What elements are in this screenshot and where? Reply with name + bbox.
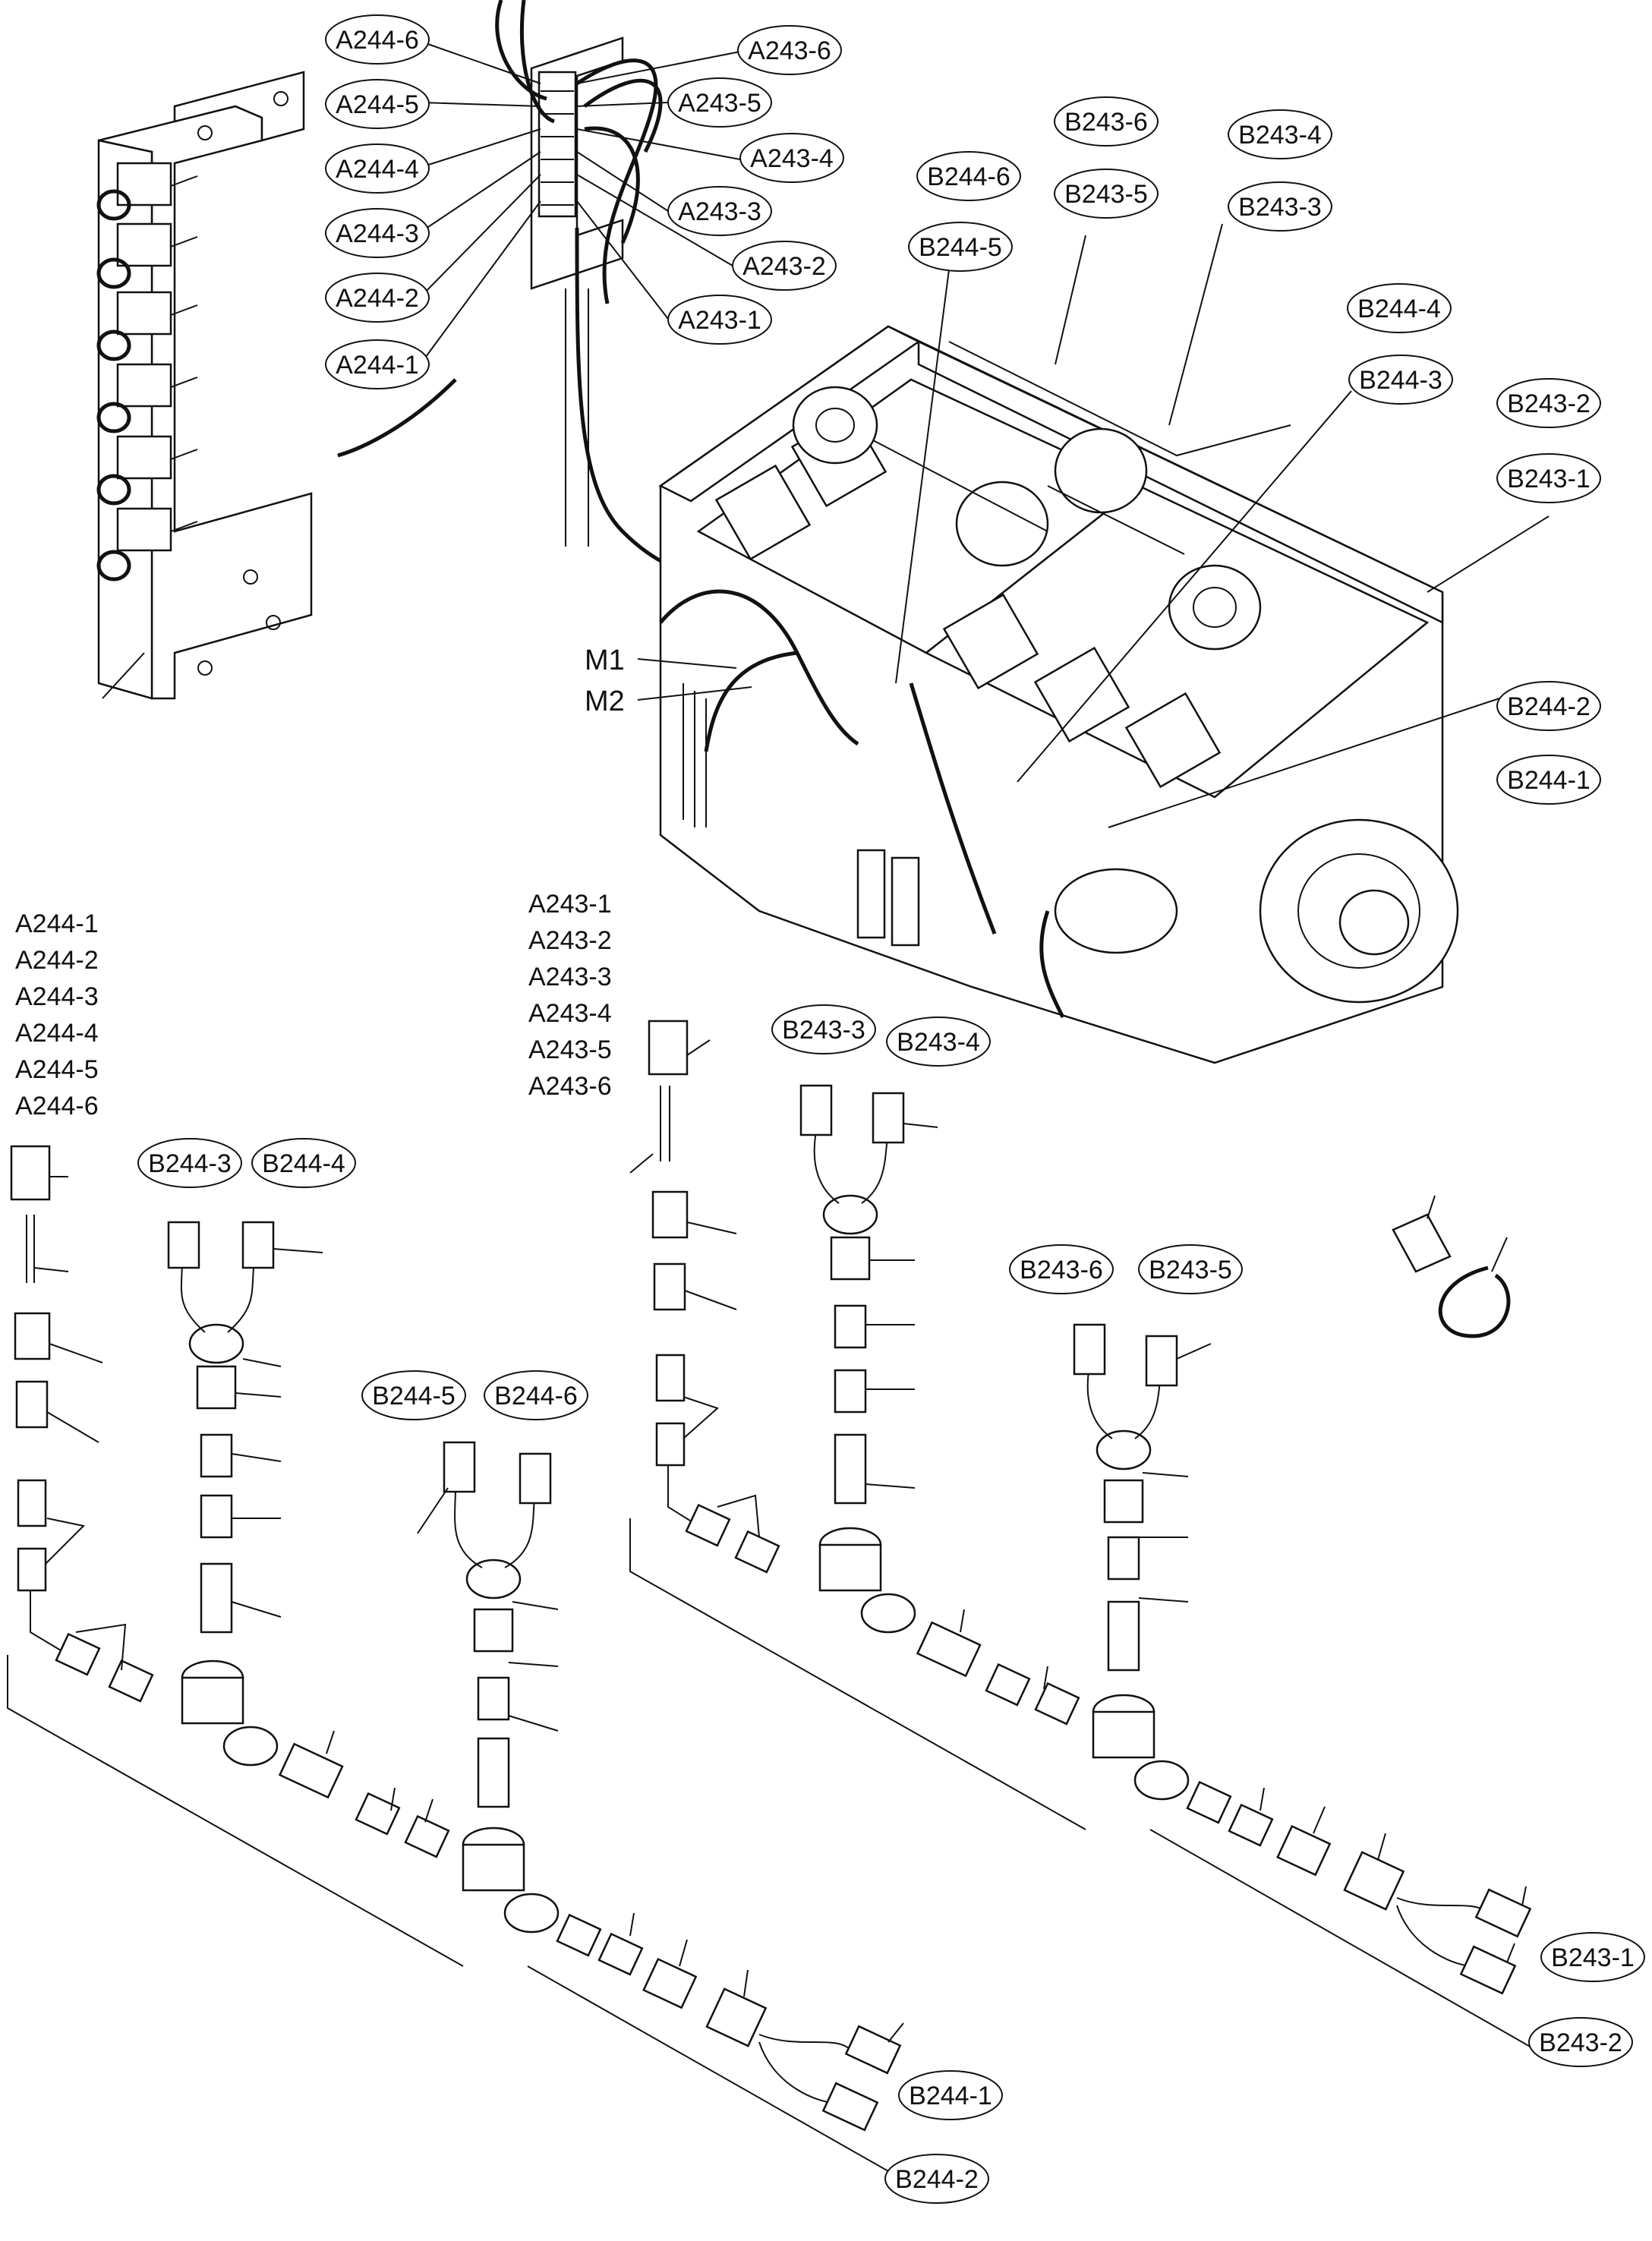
callout-harness-b244-3: B244-3 [137,1138,242,1188]
callout-b243-4: B243-4 [1228,109,1332,159]
svg-text:B244-1: B244-1 [1507,766,1591,795]
callout-b244-2: B244-2 [1496,681,1601,731]
callout-harness-b243-6: B243-6 [1009,1244,1114,1294]
callout-harness-b244-6: B244-6 [484,1370,588,1420]
relay-stack [96,162,198,582]
svg-text:A244-1: A244-1 [15,909,99,938]
callout-b243-2: B243-2 [1496,378,1601,428]
svg-text:B243-4: B243-4 [897,1028,980,1057]
label-m2: M2 [585,686,625,717]
svg-text:A243-1: A243-1 [678,306,761,335]
svg-text:A243-3: A243-3 [678,197,761,226]
callout-b244-6: B244-6 [916,151,1021,201]
callout-b244-5: B244-5 [908,222,1013,272]
svg-text:B244-3: B244-3 [148,1149,232,1178]
svg-text:A243-6: A243-6 [528,1072,612,1101]
list-a244: A244-1 A244-2 A244-3 A244-4 A244-5 A244-… [15,909,99,1120]
callout-b243-1: B243-1 [1496,453,1601,503]
svg-text:B243-5: B243-5 [1149,1256,1232,1284]
callout-b244-1: B244-1 [1496,755,1601,805]
svg-text:B243-5: B243-5 [1064,180,1148,209]
svg-text:B243-4: B243-4 [1238,121,1322,150]
svg-text:A243-1: A243-1 [528,890,612,919]
callout-b244-3: B244-3 [1348,355,1453,405]
svg-text:A244-4: A244-4 [336,155,419,184]
callout-harness-b243-3: B243-3 [771,1004,876,1054]
svg-text:A243-2: A243-2 [528,926,612,955]
svg-text:A243-5: A243-5 [528,1035,612,1064]
svg-text:A244-5: A244-5 [15,1055,99,1084]
callout-a243-4: A243-4 [739,133,844,183]
svg-text:B244-5: B244-5 [919,233,1002,262]
svg-text:A243-2: A243-2 [742,252,826,281]
callout-harness-b243-4: B243-4 [886,1016,991,1067]
svg-text:A244-2: A244-2 [336,284,419,313]
cable-tie [1392,1195,1511,1338]
callout-b243-3: B243-3 [1228,181,1332,232]
harness-right [629,1020,1595,2059]
svg-text:A244-4: A244-4 [15,1019,99,1048]
svg-text:B244-4: B244-4 [1357,295,1441,323]
svg-text:A243-4: A243-4 [750,144,834,173]
svg-text:B243-2: B243-2 [1507,389,1591,418]
svg-text:B244-1: B244-1 [909,2082,992,2110]
callout-a244-1: A244-1 [325,339,430,389]
svg-text:B243-3: B243-3 [1238,193,1322,222]
harness-left [7,1145,904,2172]
svg-text:A244-3: A244-3 [15,982,99,1011]
relay-bracket [96,71,313,700]
callout-b243-6: B243-6 [1054,96,1159,147]
svg-text:B243-3: B243-3 [782,1016,865,1045]
svg-text:B244-6: B244-6 [927,162,1010,191]
callout-harness-b243-5: B243-5 [1138,1244,1243,1294]
callout-a244-6: A244-6 [325,14,430,65]
callout-b243-5: B243-5 [1054,169,1159,219]
callout-a244-2: A244-2 [325,273,430,323]
callout-a243-3: A243-3 [667,186,772,236]
svg-text:A243-3: A243-3 [528,963,612,991]
callout-a244-4: A244-4 [325,143,430,194]
callout-a243-5: A243-5 [667,77,772,128]
svg-text:B244-2: B244-2 [1507,692,1591,721]
svg-text:A243-6: A243-6 [748,36,831,65]
callout-a243-1: A243-1 [667,295,772,345]
callout-a244-3: A244-3 [325,208,430,258]
svg-text:B244-6: B244-6 [494,1382,578,1410]
svg-text:A244-2: A244-2 [15,946,99,975]
callout-harness-b243-2: B243-2 [1528,2017,1633,2067]
label-m1: M1 [585,645,625,676]
svg-text:A244-3: A244-3 [336,219,419,248]
callout-harness-b244-2: B244-2 [884,2154,989,2204]
svg-text:A244-6: A244-6 [15,1092,99,1120]
callout-a243-6: A243-6 [737,25,842,75]
svg-text:B243-6: B243-6 [1020,1256,1103,1284]
callout-harness-b244-1: B244-1 [898,2070,1003,2120]
svg-text:B243-1: B243-1 [1507,465,1591,493]
callout-a243-2: A243-2 [732,241,837,291]
svg-text:A243-5: A243-5 [678,89,761,118]
engine-block [658,325,1459,1064]
list-a243: A243-1 A243-2 A243-3 A243-4 A243-5 A243-… [528,890,612,1101]
svg-text:B244-3: B244-3 [1359,366,1442,395]
relay-leaders [421,41,741,364]
label: A244-6 [336,26,419,55]
svg-text:A243-4: A243-4 [528,999,612,1028]
svg-text:B243-2: B243-2 [1539,2028,1622,2057]
callout-harness-b244-5: B244-5 [361,1370,466,1420]
svg-text:B244-2: B244-2 [895,2165,979,2194]
svg-text:A244-1: A244-1 [336,351,419,380]
svg-text:B244-4: B244-4 [262,1149,345,1178]
svg-text:B243-6: B243-6 [1064,108,1148,137]
engine-leaders [637,223,1550,828]
callout-harness-b244-4: B244-4 [251,1138,356,1188]
callout-b244-4: B244-4 [1347,283,1452,333]
callout-harness-b243-1: B243-1 [1540,1932,1645,1982]
callout-a244-5: A244-5 [325,79,430,129]
svg-text:B243-1: B243-1 [1551,1943,1635,1972]
svg-text:A244-5: A244-5 [336,90,419,119]
svg-text:B244-5: B244-5 [372,1382,456,1410]
